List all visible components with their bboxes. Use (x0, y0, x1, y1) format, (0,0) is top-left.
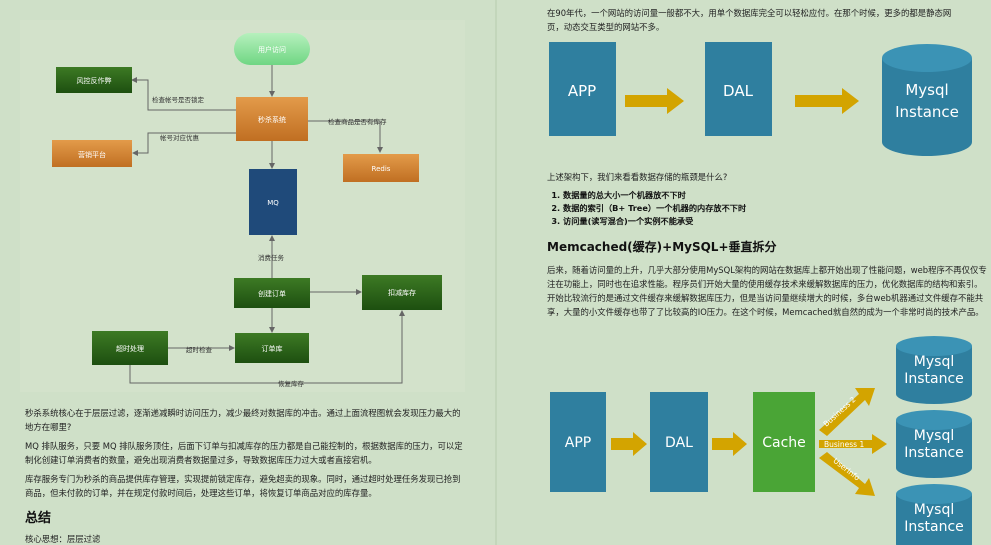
app-box-2: APP (550, 392, 606, 492)
svg-text:Instance: Instance (895, 103, 959, 121)
node-user-access: 用户访问 (234, 33, 310, 65)
intro-paragraph: 在90年代，一个网站的访问量一般都不大，用单个数据库完全可以轻松应付。在那个时候… (547, 8, 952, 32)
paragraph-core-filtering: 秒杀系统核心在于层层过滤，逐渐递减瞬时访问压力，减少最终对数据库的冲击。通过上面… (25, 408, 461, 432)
app-box: APP (549, 42, 616, 136)
architecture-diagram-single-db: APP DAL Mysql Instance (549, 42, 972, 156)
label-consume-task: 消费任务 (258, 253, 285, 262)
right-page: 在90年代，一个网站的访问量一般都不大，用单个数据库完全可以轻松应付。在那个时候… (497, 0, 991, 545)
svg-text:APP: APP (565, 435, 591, 451)
label-timeout-check: 超时检查 (186, 345, 213, 354)
left-page: 检查帐号是否锁定 帐号对应优惠 检查商品是否有库存 消费任务 超时检查 恢复库存… (0, 0, 495, 545)
svg-text:营销平台: 营销平台 (78, 150, 106, 159)
node-redis: Redis (343, 154, 419, 182)
seckill-flow-diagram: 检查帐号是否锁定 帐号对应优惠 检查商品是否有库存 消费任务 超时检查 恢复库存… (20, 20, 465, 392)
memcached-paragraph: 后来，随着访问量的上升，几乎大部分使用MySQL架构的网站在数据库上都开始出现了… (547, 265, 987, 317)
bottleneck-item: 访问量(读写混合)一个实例不能承受 (563, 215, 746, 228)
dal-box-2: DAL (650, 392, 708, 492)
svg-text:Instance: Instance (904, 445, 964, 461)
label-check-stock: 检查商品是否有库存 (328, 117, 387, 126)
mysql-cylinder: Mysql Instance (882, 44, 972, 156)
svg-text:订单库: 订单库 (262, 344, 283, 353)
node-mq: MQ (249, 169, 297, 235)
svg-text:Cache: Cache (762, 435, 806, 451)
label-business-1: Business 1 (824, 440, 864, 449)
node-risk-control: 风控反作弊 (56, 67, 132, 93)
mysql-cylinder-top: Mysql Instance (896, 336, 972, 404)
node-marketing-platform: 营销平台 (52, 140, 132, 167)
arrow-business-2 (819, 388, 875, 436)
core-idea-text: 核心思想：层层过滤 (25, 534, 101, 544)
book-spine (495, 0, 497, 545)
bottleneck-question: 上述架构下，我们来看看数据存储的瓶颈是什么? (547, 172, 728, 182)
node-create-order: 创建订单 (234, 278, 310, 308)
node-timeout-handle: 超时处理 (92, 331, 168, 365)
svg-text:Redis: Redis (372, 165, 391, 173)
arrow-app-to-dal (625, 88, 684, 114)
memcached-heading: Memcached(缓存)+MySQL+垂直拆分 (547, 240, 777, 254)
mysql-cylinder-middle: Mysql Instance (896, 410, 972, 478)
label-restore-stock: 恢复库存 (278, 379, 305, 388)
arrow-app-to-dal-2 (611, 432, 647, 456)
svg-text:Mysql: Mysql (914, 502, 954, 518)
mysql-cylinder-bottom: Mysql Instance (896, 484, 972, 545)
arrow-dal-to-mysql (795, 88, 859, 114)
arrow-business-1 (819, 434, 887, 454)
node-deduct-stock: 扣减库存 (362, 275, 442, 310)
bottleneck-list: 数据量的总大小一个机器放不下时 数据的索引（B+ Tree）一个机器的内存放不下… (547, 189, 746, 228)
svg-text:Instance: Instance (904, 519, 964, 535)
svg-text:Mysql: Mysql (914, 428, 954, 444)
paragraph-stock-service: 库存服务专门为秒杀的商品提供库存管理，实现提前锁定库存，避免超卖的现象。同时，通… (25, 474, 461, 498)
bottleneck-item: 数据量的总大小一个机器放不下时 (563, 189, 746, 202)
label-account-discount: 帐号对应优惠 (160, 133, 200, 142)
diagram-connectors (129, 64, 405, 384)
paragraph-mq-queue: MQ 排队服务，只要 MQ 排队服务顶住，后面下订单与扣减库存的压力都是自己能控… (25, 441, 463, 465)
svg-text:用户访问: 用户访问 (258, 45, 286, 54)
cache-box: Cache (753, 392, 815, 492)
svg-text:Instance: Instance (904, 371, 964, 387)
svg-text:扣减库存: 扣减库存 (388, 288, 416, 297)
svg-text:DAL: DAL (723, 82, 754, 100)
svg-text:MQ: MQ (267, 199, 279, 207)
svg-text:风控反作弊: 风控反作弊 (77, 76, 112, 85)
architecture-diagram-cache: APP DAL Cache Business 2 Business 1 User… (550, 336, 972, 545)
svg-text:超时处理: 超时处理 (116, 344, 144, 353)
svg-text:Mysql: Mysql (914, 354, 954, 370)
bottleneck-item: 数据的索引（B+ Tree）一个机器的内存放不下时 (563, 202, 746, 215)
node-seckill-system: 秒杀系统 (236, 97, 308, 141)
svg-text:APP: APP (568, 82, 596, 100)
svg-text:Mysql: Mysql (905, 81, 948, 99)
svg-text:DAL: DAL (665, 435, 693, 451)
node-order-db: 订单库 (235, 333, 309, 363)
arrow-dal-to-cache (712, 432, 747, 456)
label-check-account: 检查帐号是否锁定 (152, 95, 205, 104)
svg-text:秒杀系统: 秒杀系统 (258, 115, 286, 124)
dal-box: DAL (705, 42, 772, 136)
summary-heading: 总结 (25, 511, 52, 526)
arrow-userinfo (819, 452, 875, 496)
svg-text:创建订单: 创建订单 (258, 289, 286, 298)
